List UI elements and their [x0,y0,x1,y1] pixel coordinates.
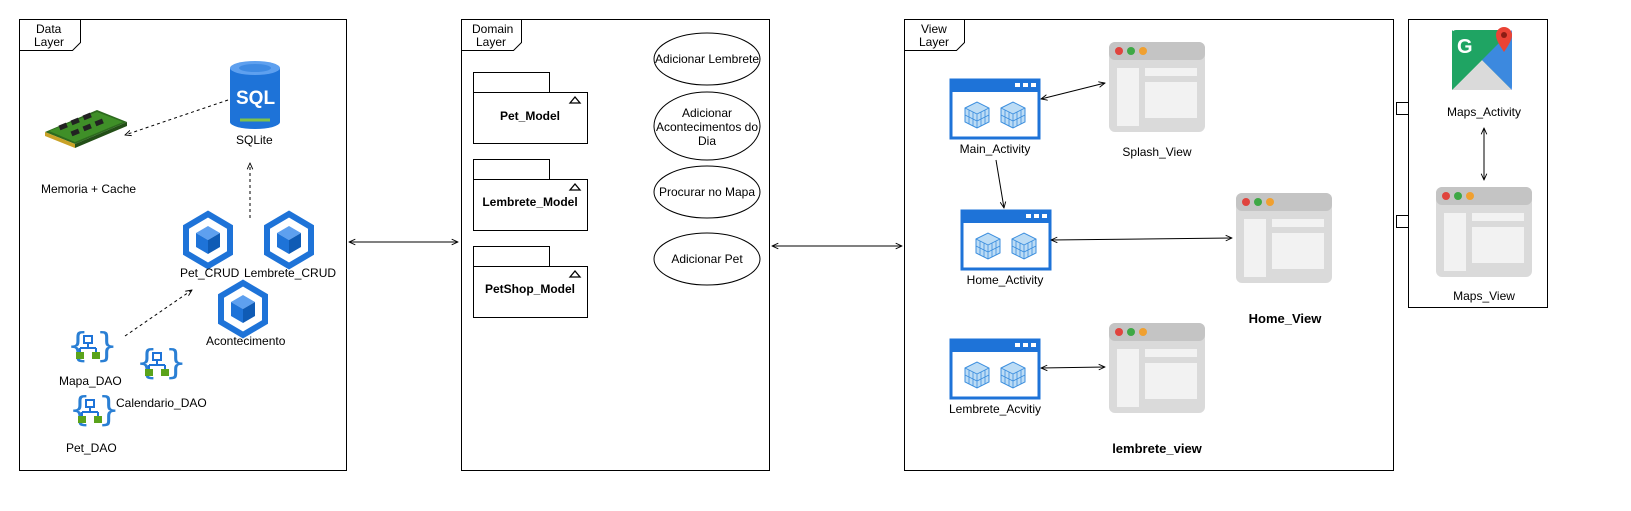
package-petshop-model: PetShop_Model [473,246,588,318]
sql-badge: SQL [236,88,275,109]
data-layer-title-1: Data [36,22,62,36]
lembrete-view-icon [1109,323,1205,413]
home-view-icon [1236,193,1332,283]
calendario-dao-label: Calendario_DAO [116,396,207,410]
maps-view-label: Maps_View [1453,289,1515,303]
maps-activity-label: Maps_Activity [1447,105,1521,119]
home-activity-label: Home_Activity [967,273,1044,287]
package-lembrete-model: Lembrete_Model [473,159,588,231]
lembrete-activity-label: Lembrete_Acvitiy [949,402,1041,416]
lembrete-crud-label: Lembrete_CRUD [244,266,336,280]
main-activity-label: Main_Activity [960,142,1031,156]
use-case-label: Adicionar Pet [671,252,743,266]
memory-cache-label: Memoria + Cache [41,182,136,196]
domain-layer-title-2: Layer [476,35,506,49]
view-layer-title-2: Layer [919,35,949,49]
lembrete-connector [1041,367,1105,368]
use-case-adicionar-pet: Adicionar Pet [653,232,761,286]
dao-to-crud-arrow [124,290,192,337]
home-activity-window-icon [960,209,1052,271]
sql-to-memory-arrow [125,99,229,135]
use-case-adicionar-lembrete: Adicionar Lembrete [653,32,761,86]
package-label: Pet_Model [500,109,560,123]
pet-crud-label: Pet_CRUD [180,266,240,280]
mapa-dao-label: Mapa_DAO [59,374,122,388]
maps-logo-letter: G [1457,36,1473,58]
package-label: PetShop_Model [485,282,575,296]
sqlite-label: SQLite [236,133,273,147]
use-case-procurar-mapa: Procurar no Mapa [653,165,761,219]
main-home-connector [995,159,1004,208]
sql-database-icon: SQL [230,61,280,129]
acontecimento-label: Acontecimento [206,334,286,348]
use-case-label-2: Acontecimentos do [656,120,758,134]
splash-view-label: Splash_View [1122,145,1191,159]
main-activity-window-icon [949,78,1041,140]
package-pet-model: Pet_Model [473,72,588,144]
lembrete-view-label: lembrete_view [1112,441,1202,456]
lembrete-activity-window-icon [949,338,1041,400]
data-layer-title-2: Layer [34,35,64,49]
google-maps-icon: G [1452,27,1512,90]
domain-layer-title-1: Domain [472,22,513,36]
main-splash-connector [1041,83,1105,99]
use-case-label-3: Dia [698,134,716,148]
home-view-label: Home_View [1249,311,1323,326]
splash-view-icon [1109,42,1205,132]
view-layer-title-1: View [921,22,947,36]
use-case-label: Adicionar Lembrete [655,52,759,66]
use-case-label: Procurar no Mapa [659,185,755,199]
memory-chip-icon [45,110,127,148]
use-case-acontecimentos-dia: Adicionar Acontecimentos do Dia [653,91,761,161]
maps-view-icon [1436,187,1532,277]
use-case-label-1: Adicionar [682,106,732,120]
package-label: Lembrete_Model [482,195,577,209]
pet-dao-label: Pet_DAO [66,441,117,455]
home-homeview-connector [1051,238,1232,240]
